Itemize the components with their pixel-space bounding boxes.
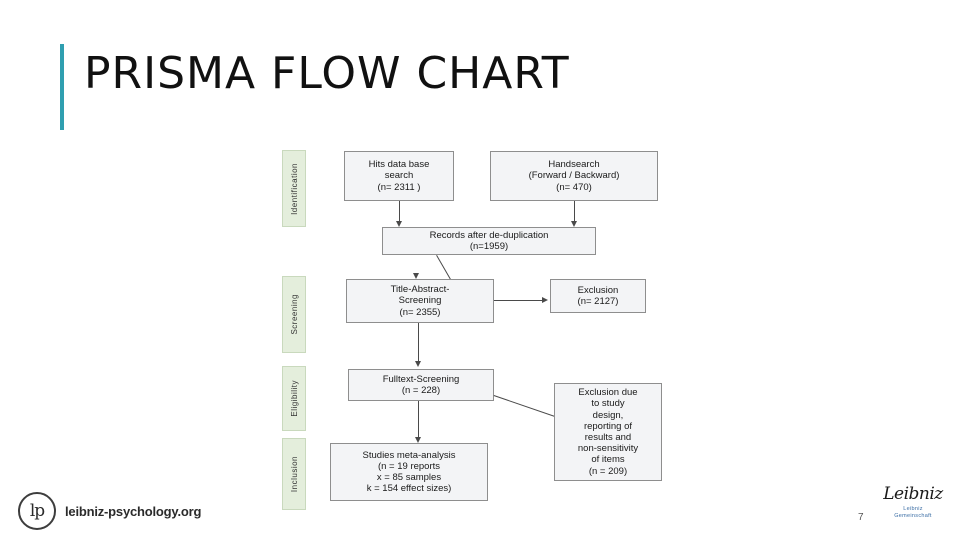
box-exclusion-1: Exclusion (n= 2127) bbox=[550, 279, 646, 313]
box-fulltext-screening: Fulltext-Screening (n = 228) bbox=[348, 369, 494, 401]
leibniz-wordmark: Leibniz bbox=[883, 484, 943, 504]
arrowhead-ta-to-fulltext bbox=[414, 361, 421, 367]
box-studies-meta-analysis: Studies meta-analysis (n = 19 reports x … bbox=[330, 443, 488, 501]
arrow-ta-to-fulltext bbox=[418, 323, 419, 363]
arrow-ta-to-exclusion bbox=[494, 300, 544, 301]
box-records-after-deduplication: Records after de-duplication (n=1959) bbox=[382, 227, 596, 255]
arrow-fulltext-to-exclusion2 bbox=[493, 395, 561, 419]
box-title-abstract-screening: Title-Abstract- Screening (n= 2355) bbox=[346, 279, 494, 323]
page-title: PRISMA FLOW CHART bbox=[84, 48, 570, 99]
arrowhead-hits-to-dedup bbox=[395, 221, 402, 227]
arrowhead-fulltext-to-included bbox=[414, 437, 421, 443]
arrow-handsearch-to-dedup bbox=[574, 201, 575, 223]
page-number: 7 bbox=[858, 512, 864, 523]
leibniz-psychology-logo-icon: lp bbox=[18, 492, 56, 530]
arrow-fulltext-to-included bbox=[418, 401, 419, 439]
leibniz-subtitle: Leibniz Gemeinschaft bbox=[894, 506, 932, 519]
phase-label-eligibility: Eligibility bbox=[282, 366, 306, 431]
box-hits-database-search: Hits data base search (n= 2311 ) bbox=[344, 151, 454, 201]
phase-label-identification: Identification bbox=[282, 150, 306, 227]
arrowhead-handsearch-to-dedup bbox=[570, 221, 577, 227]
footer-logo-text: leibniz-psychology.org bbox=[65, 503, 202, 519]
arrowhead-dedup-to-ta-screening bbox=[412, 273, 419, 279]
box-exclusion-2: Exclusion due to study design, reporting… bbox=[554, 383, 662, 481]
prisma-flow-chart: Identification Screening Eligibility Inc… bbox=[282, 143, 674, 513]
arrowhead-ta-to-exclusion bbox=[542, 296, 548, 303]
footer-logo: lp leibniz-psychology.org bbox=[18, 492, 201, 530]
leibniz-association-logo: Leibniz Leibniz Gemeinschaft bbox=[878, 486, 948, 530]
phase-label-inclusion: Inclusion bbox=[282, 438, 306, 510]
phase-label-screening: Screening bbox=[282, 276, 306, 353]
box-handsearch: Handsearch (Forward / Backward) (n= 470) bbox=[490, 151, 658, 201]
title-accent-bar bbox=[60, 44, 64, 130]
arrow-hits-to-dedup bbox=[399, 201, 400, 223]
